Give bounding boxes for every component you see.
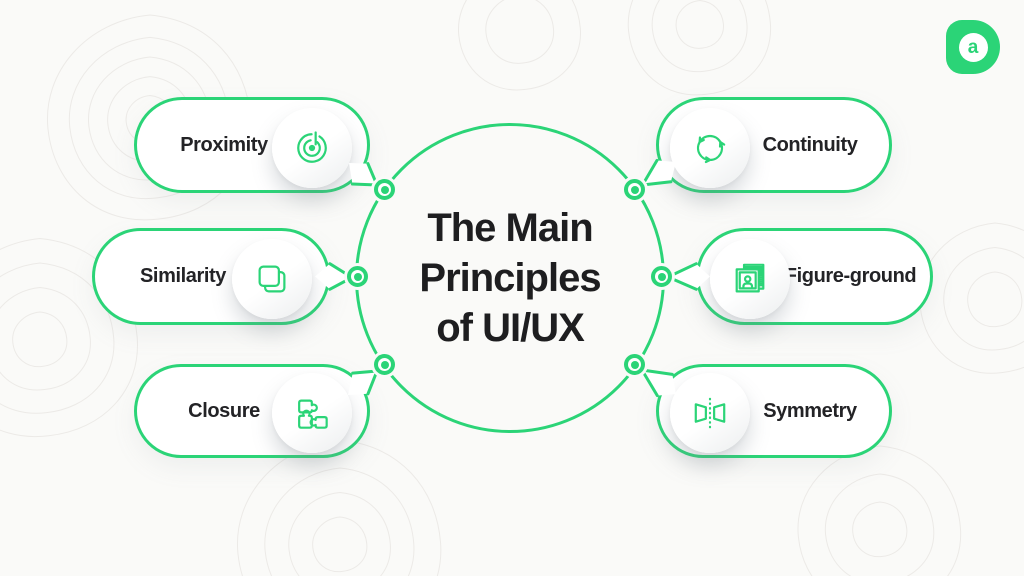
connector-node-top-left	[374, 179, 395, 200]
node-dot	[380, 360, 389, 369]
bubble-proximity: Proximity	[134, 97, 370, 193]
node-dot	[353, 272, 362, 281]
proximity-target-icon	[272, 108, 352, 188]
bubble-figure-ground: Figure-ground	[696, 228, 933, 325]
page-title: The Main Principles of UI/UX	[419, 206, 601, 350]
figure-ground-portrait-icon	[710, 239, 790, 319]
bubble-closure-label: Closure	[188, 399, 260, 422]
node-dot	[380, 185, 389, 194]
brand-logo-letter: a	[958, 32, 988, 62]
bubble-continuity: Continuity	[656, 97, 892, 193]
connector-node-bottom-left	[374, 354, 395, 375]
center-circle: The Main Principles of UI/UX	[355, 123, 665, 433]
bubble-similarity: Similarity	[92, 228, 330, 325]
symmetry-mirror-icon	[670, 373, 750, 453]
connector-node-mid-left	[347, 266, 368, 287]
node-dot	[630, 185, 639, 194]
brand-logo: a	[946, 20, 1000, 74]
connector-node-top-right	[624, 179, 645, 200]
similarity-layers-icon	[232, 239, 312, 319]
bubble-proximity-label: Proximity	[180, 133, 268, 156]
node-dot	[657, 272, 666, 281]
node-dot	[630, 360, 639, 369]
bubble-symmetry: Symmetry	[656, 364, 892, 458]
bubble-similarity-label: Similarity	[139, 265, 227, 287]
continuity-cycle-icon	[670, 108, 750, 188]
bubble-closure: Closure	[134, 364, 370, 458]
connector-node-bottom-right	[624, 354, 645, 375]
bubble-continuity-label: Continuity	[762, 133, 858, 156]
bubble-figure-ground-label: Figure-ground	[784, 265, 917, 287]
connector-node-mid-right	[651, 266, 672, 287]
closure-puzzle-icon	[272, 373, 352, 453]
bubble-symmetry-label: Symmetry	[763, 399, 857, 422]
